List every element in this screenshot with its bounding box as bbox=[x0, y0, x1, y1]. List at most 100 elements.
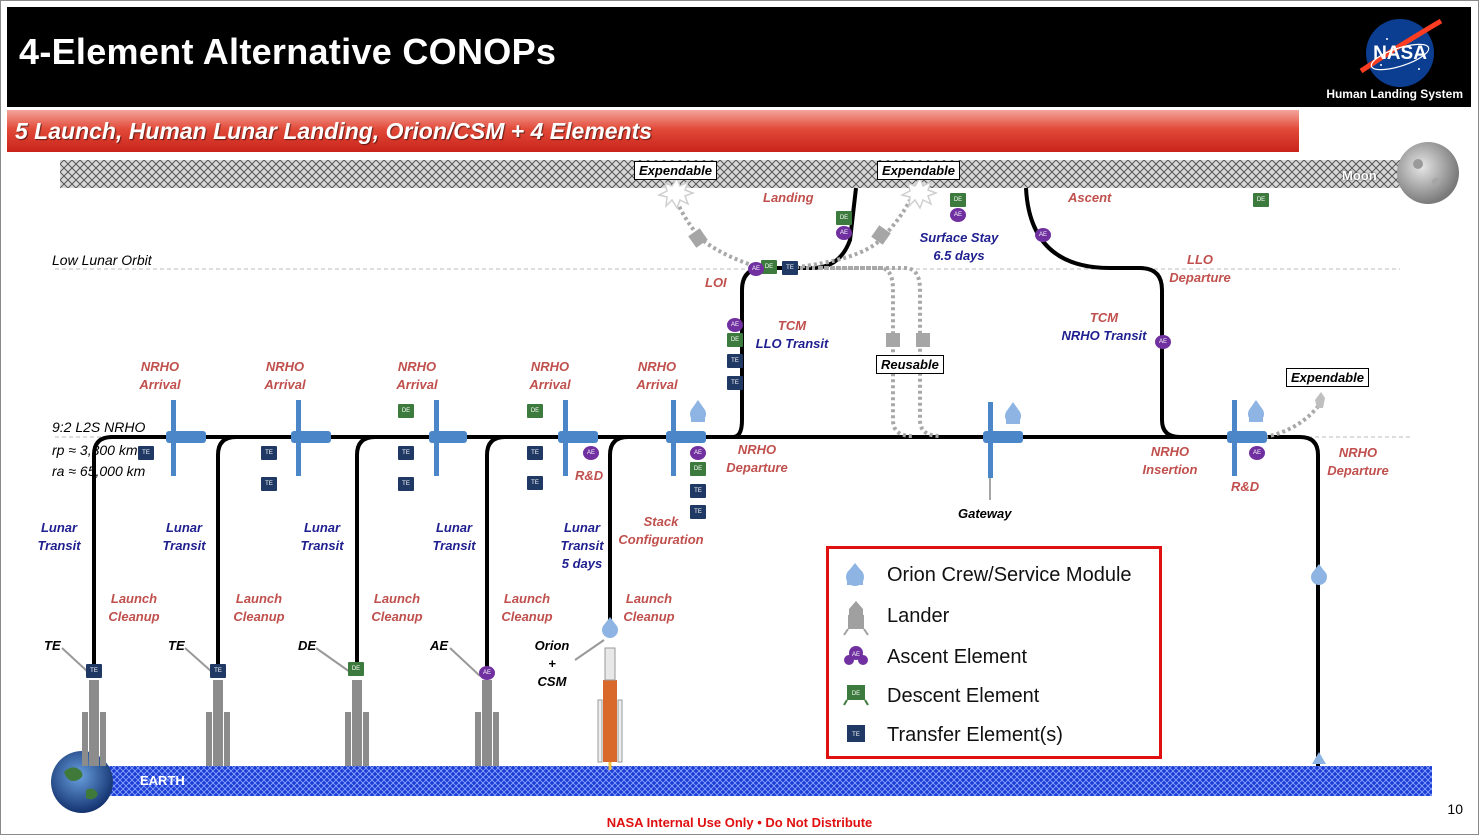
ascent-element-icon: AE bbox=[583, 446, 599, 460]
gateway-stations bbox=[166, 400, 1267, 500]
ascent-element-icon: AE bbox=[836, 226, 852, 240]
lunar-surface bbox=[60, 160, 1415, 188]
slide-header: 4-Element Alternative CONOPs NASA Human … bbox=[7, 7, 1471, 107]
legend-label-ascent: Ascent Element bbox=[887, 646, 1028, 668]
legend-label-lander: Lander bbox=[887, 605, 950, 627]
legend-label-transfer: Transfer Element(s) bbox=[887, 724, 1063, 746]
moon-label: Moon bbox=[1342, 168, 1377, 183]
transfer-element-icon: TE bbox=[86, 664, 102, 678]
ascent-element-icon: AE bbox=[479, 666, 495, 680]
earth-icon bbox=[51, 751, 113, 813]
svg-text:DE: DE bbox=[852, 691, 860, 697]
descent-element-icon: DE bbox=[348, 662, 364, 676]
sls-rocket bbox=[597, 647, 623, 770]
payload-label: AE bbox=[430, 638, 449, 653]
descent-element-icon: DE bbox=[690, 462, 706, 476]
periapsis-label: rp ≈ 3,300 km bbox=[52, 442, 138, 458]
slide-subtitle: 5 Launch, Human Lunar Landing, Orion/CSM… bbox=[15, 118, 653, 144]
expendable-bursts bbox=[656, 176, 939, 210]
llo-transit-trajectory bbox=[732, 187, 858, 439]
ascent-element-icon: AE bbox=[1035, 228, 1051, 242]
ascent-element-icon: AE bbox=[690, 446, 706, 460]
expendable-tag-3: Expendable bbox=[1286, 368, 1369, 387]
launch-trajectories bbox=[92, 435, 629, 668]
commercial-rockets bbox=[82, 680, 499, 766]
transfer-element-icon: TE bbox=[782, 261, 798, 275]
descent-element-icon: DE bbox=[1253, 193, 1269, 207]
transfer-element-icon: TE bbox=[527, 446, 543, 460]
transfer-element-icon: TE bbox=[210, 664, 226, 678]
legend: Orion Crew/Service Module Lander AE Asce… bbox=[826, 546, 1162, 759]
transfer-element-icon: TE bbox=[727, 354, 743, 368]
earth-surface bbox=[98, 766, 1432, 796]
moon-icon bbox=[1397, 142, 1459, 204]
apoapsis-label: ra ≈ 65,000 km bbox=[52, 463, 146, 479]
gateway-label: Gateway bbox=[958, 506, 1012, 521]
rd-label-1: R&D bbox=[575, 468, 604, 483]
ascent-element-icon: AE bbox=[843, 644, 869, 673]
lander-icon bbox=[843, 599, 869, 642]
logo-text: NASA bbox=[1373, 43, 1427, 64]
ascent-element-icon: AE bbox=[1155, 335, 1171, 349]
nrho-label: 9:2 L2S NRHO bbox=[52, 419, 146, 435]
ascent-element-icon: AE bbox=[748, 262, 764, 276]
ascent-element-icon: AE bbox=[1249, 446, 1265, 460]
orion-capsules bbox=[602, 392, 1327, 764]
payload-callouts bbox=[61, 639, 605, 677]
svg-text:AE: AE bbox=[852, 652, 860, 658]
transfer-element-icon: TE bbox=[690, 505, 706, 519]
descent-element-icon: DE bbox=[398, 404, 414, 418]
svg-text:TE: TE bbox=[852, 732, 860, 738]
transfer-element-icon: TE bbox=[138, 446, 154, 460]
orion-csm-label: Orion+CSM bbox=[534, 638, 570, 689]
transfer-element-icon: TE bbox=[690, 484, 706, 498]
footer-notice: NASA Internal Use Only • Do Not Distribu… bbox=[606, 815, 873, 830]
reusable-tag: Reusable bbox=[876, 355, 944, 374]
ascent-element-icon: AE bbox=[950, 208, 966, 222]
loi-label: LOI bbox=[705, 275, 727, 290]
rd-label-2: R&D bbox=[1231, 479, 1260, 494]
transfer-element-icon: TE bbox=[527, 476, 543, 490]
descent-element-icon: DE bbox=[836, 211, 852, 225]
earth-label: EARTH bbox=[140, 773, 185, 788]
expendable-tag-2: Expendable bbox=[877, 161, 960, 180]
ascent-element-icon: AE bbox=[727, 318, 743, 332]
disposed-elements bbox=[688, 225, 930, 347]
program-label: Human Landing System bbox=[1326, 87, 1463, 101]
transfer-element-icon: TE bbox=[261, 477, 277, 491]
ascent-label: Ascent bbox=[1068, 190, 1112, 205]
landing-label: Landing bbox=[763, 190, 814, 205]
legend-label-orion: Orion Crew/Service Module bbox=[887, 564, 1132, 586]
descent-element-icon: DE bbox=[527, 404, 543, 418]
nasa-logo-icon: NASA bbox=[1359, 18, 1443, 87]
transfer-element-icon: TE bbox=[398, 446, 414, 460]
llo-label: Low Lunar Orbit bbox=[52, 252, 152, 268]
descent-element-icon: DE bbox=[843, 683, 869, 712]
descent-element-icon: DE bbox=[761, 260, 777, 274]
payload-label: TE bbox=[168, 638, 185, 653]
slide-title: 4-Element Alternative CONOPs bbox=[19, 31, 557, 72]
descent-element-icon: DE bbox=[727, 333, 743, 347]
transfer-element-icon: TE bbox=[398, 477, 414, 491]
nrho-trajectory bbox=[110, 435, 1320, 766]
payload-label: TE bbox=[44, 638, 61, 653]
